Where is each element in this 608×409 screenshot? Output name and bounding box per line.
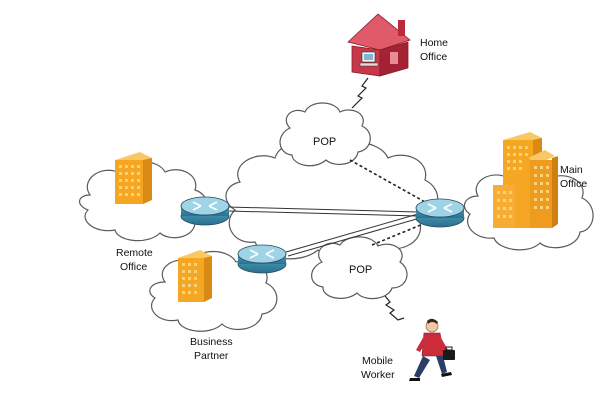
pop-cloud-bottom: POP	[311, 236, 408, 300]
main-office-label-line2: Office	[560, 178, 587, 190]
pop-label-bottom: POP	[349, 264, 372, 276]
router-icon	[180, 196, 230, 226]
mobile-worker-label-line1: Mobile	[362, 355, 393, 367]
network-links	[227, 77, 429, 321]
business-partner-label-line2: Partner	[194, 350, 229, 362]
person-icon	[409, 318, 452, 381]
router-icon	[415, 198, 465, 228]
mobile-worker-label-line2: Worker	[361, 369, 395, 381]
pop-cloud-top: POP	[279, 102, 371, 167]
home-office-label-line1: Home	[420, 37, 448, 49]
building-icon	[493, 132, 558, 228]
remote-office-label-line2: Office	[120, 261, 147, 273]
house-icon	[347, 13, 411, 77]
business-partner-label-line1: Business	[190, 336, 233, 348]
home-office-label-line2: Office	[420, 51, 447, 63]
briefcase-icon	[443, 346, 455, 360]
remote-office-label-line1: Remote	[116, 247, 153, 259]
pop-label-top: POP	[313, 136, 336, 148]
building-icon	[178, 250, 212, 302]
main-office-label-line1: Main	[560, 164, 583, 176]
building-icon	[115, 152, 152, 204]
router-icon	[237, 244, 287, 274]
